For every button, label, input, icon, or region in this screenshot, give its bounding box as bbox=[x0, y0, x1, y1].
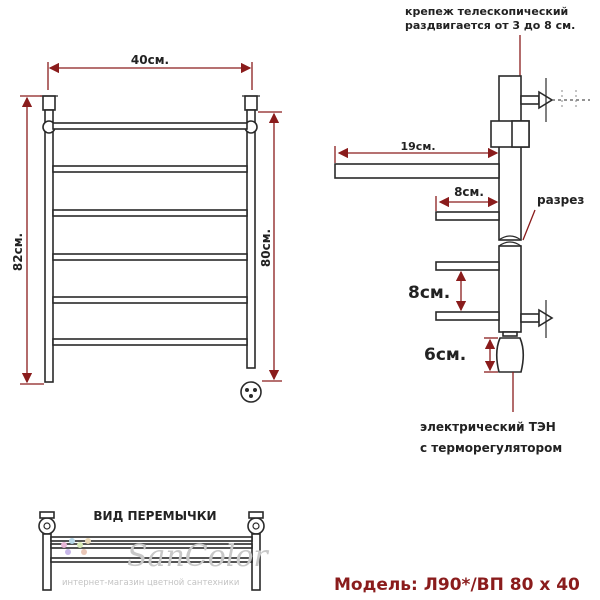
crossbar bbox=[52, 122, 248, 130]
left-top-fitting bbox=[42, 95, 56, 111]
crossbar bbox=[52, 296, 248, 304]
heater-label: 6см. bbox=[424, 345, 466, 365]
jumper-right-fitting bbox=[247, 517, 265, 535]
plug-pin bbox=[249, 394, 253, 398]
side-riser-lower bbox=[498, 245, 522, 333]
heater-plug bbox=[240, 381, 262, 403]
top-mount-rod bbox=[520, 95, 540, 105]
height-outer-label: 82см. bbox=[11, 233, 25, 271]
front-view: 40см. 82см. 80 bbox=[11, 53, 282, 403]
right-riser bbox=[246, 109, 256, 369]
section-leader bbox=[522, 209, 536, 241]
jumper-bar bbox=[50, 536, 253, 542]
height-inner-label: 80см. bbox=[259, 229, 273, 267]
jumper-left-fitting-hole bbox=[43, 522, 51, 530]
heater-caption-line2: с терморегулятором bbox=[420, 441, 562, 455]
jumper-right-nut bbox=[248, 511, 264, 519]
plug-pin bbox=[245, 388, 249, 392]
section-break-bottom bbox=[498, 241, 522, 247]
jumper-bar bbox=[50, 557, 253, 563]
side-bar bbox=[435, 211, 500, 221]
watermark-dot bbox=[69, 538, 75, 544]
crossbar bbox=[52, 253, 248, 261]
heater-neck bbox=[502, 331, 518, 337]
crossbar bbox=[52, 209, 248, 217]
side-view: крепеж телескопический раздвигается от 3… bbox=[334, 5, 590, 455]
side-bar bbox=[435, 311, 500, 321]
jumper-bar bbox=[50, 543, 253, 549]
watermark-dot bbox=[77, 542, 83, 548]
plug-pin bbox=[253, 388, 257, 392]
spacing-label: 8см. bbox=[408, 283, 450, 303]
left-riser bbox=[44, 109, 54, 383]
jumper-title: ВИД ПЕРЕМЫЧКИ bbox=[93, 509, 216, 523]
top-connector-cap bbox=[511, 120, 530, 148]
mount-note-line2: раздвигается от 3 до 8 см. bbox=[405, 19, 575, 32]
offset-label: 8см. bbox=[454, 185, 484, 199]
watermark-tagline: интернет-магазин цветной сантехники bbox=[62, 578, 239, 588]
bottom-mount-rod bbox=[520, 313, 540, 323]
heater-caption-line1: электрический ТЭН bbox=[420, 420, 556, 434]
jumper-right-fitting-hole bbox=[252, 522, 260, 530]
heater-body bbox=[495, 337, 525, 373]
side-riser-upper bbox=[498, 75, 522, 241]
jumper-view: ВИД ПЕРЕМЫЧКИ SanColor интернет-магазин … bbox=[38, 509, 269, 591]
jumper-left-nut bbox=[39, 511, 55, 519]
jumper-left-riser bbox=[42, 533, 52, 591]
watermark-dot bbox=[81, 549, 87, 555]
depth-label: 19см. bbox=[401, 140, 436, 153]
mount-note-line1: крепеж телескопический bbox=[405, 5, 568, 18]
section-break-top bbox=[498, 235, 522, 241]
watermark-brand: SanColor bbox=[127, 539, 269, 574]
section-label: разрез bbox=[537, 193, 584, 207]
crossbars bbox=[52, 122, 248, 346]
jumper-left-fitting bbox=[38, 517, 56, 535]
watermark-dot bbox=[65, 549, 71, 555]
crossbar bbox=[52, 165, 248, 173]
right-top-fitting bbox=[244, 95, 258, 111]
watermark-dot bbox=[85, 538, 91, 544]
side-bar bbox=[435, 261, 500, 271]
width-label: 40см. bbox=[131, 53, 169, 67]
top-side-bar bbox=[334, 163, 500, 179]
model-label: Модель: Л90*/ВП 80 х 40 bbox=[334, 575, 580, 595]
crossbar bbox=[52, 338, 248, 346]
watermark-dot bbox=[61, 542, 67, 548]
